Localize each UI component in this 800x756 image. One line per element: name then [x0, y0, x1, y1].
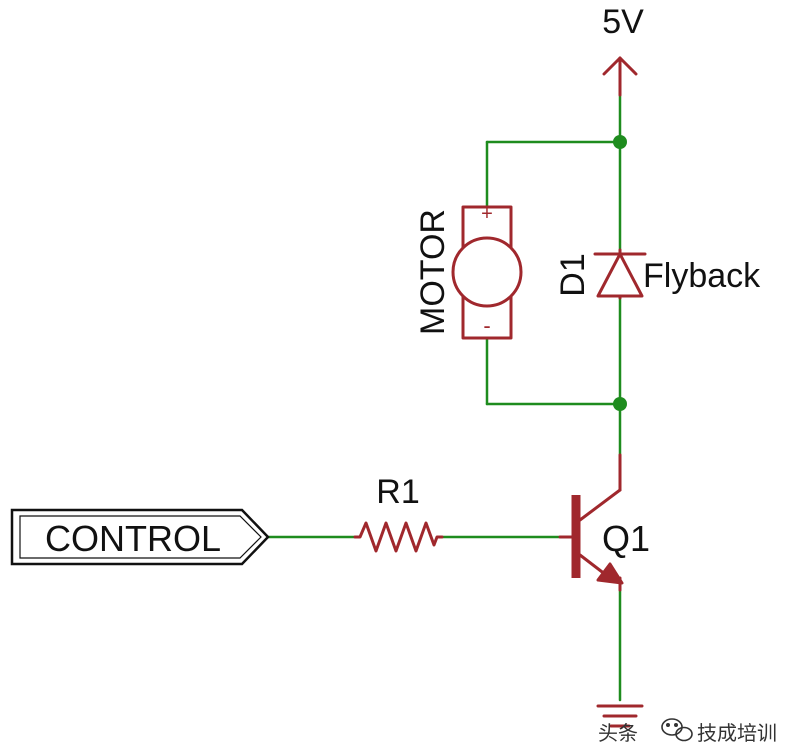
components [353, 56, 647, 728]
transistor-ref-label: Q1 [602, 518, 650, 559]
control-port: CONTROL [10, 508, 270, 566]
transistor-symbol [558, 453, 624, 592]
diode-symbol [593, 248, 647, 300]
junctions [613, 135, 627, 411]
motor-plus-label: + [481, 203, 493, 225]
emitter-arrow [596, 562, 624, 585]
watermark: 头条 技成培训 [598, 718, 777, 745]
motor-label: MOTOR [414, 209, 452, 335]
wires [266, 93, 622, 702]
ground-symbol [596, 704, 644, 728]
control-port-shape [10, 508, 270, 566]
watermark-account: 技成培训 [697, 721, 777, 745]
diode-name-label: Flyback [643, 257, 761, 295]
watermark-platform: 头条 [598, 721, 638, 745]
resistor-ref-label: R1 [376, 473, 419, 511]
supply-arrow-symbol [602, 56, 638, 97]
control-port-inner [19, 515, 262, 559]
supply-label: 5V [602, 3, 644, 41]
control-label: CONTROL [45, 518, 221, 559]
wechat-icon [661, 718, 693, 742]
junction-top [613, 135, 627, 149]
motor-symbol [451, 205, 523, 340]
resistor-symbol [353, 521, 444, 553]
junction-bottom [613, 397, 627, 411]
diode-ref-label: D1 [554, 253, 592, 296]
motor-minus-label: - [483, 313, 490, 338]
